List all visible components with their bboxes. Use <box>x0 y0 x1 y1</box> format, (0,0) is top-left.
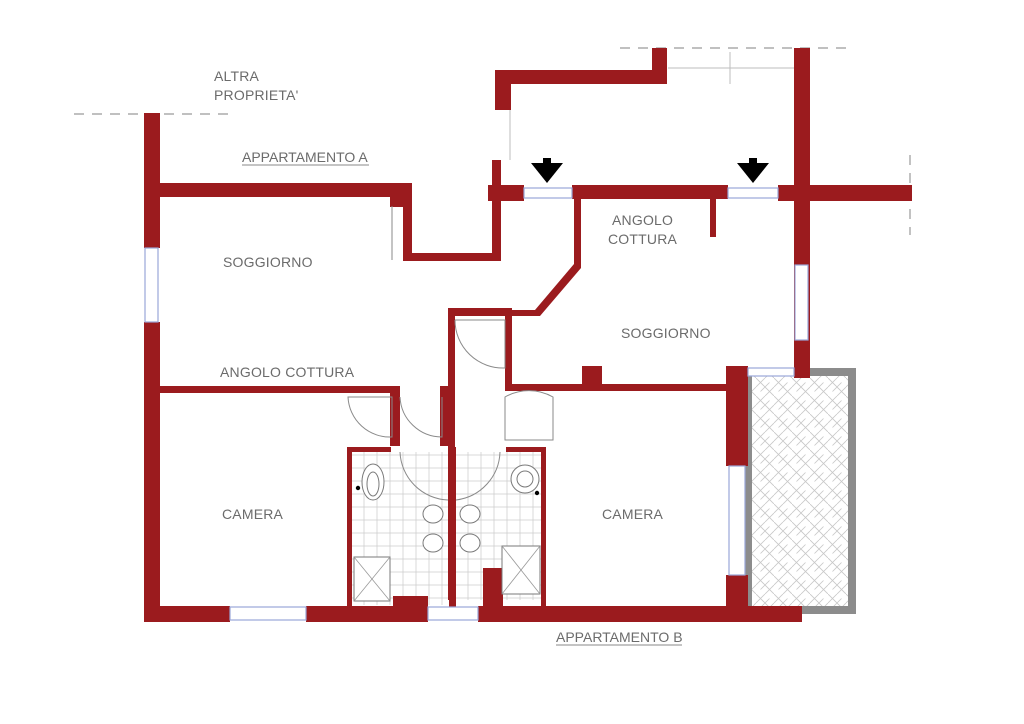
cottura-b-label-line2: COTTURA <box>608 231 678 247</box>
angolo-b-label-line1: ANGOLO <box>612 212 673 228</box>
camera-b-label: CAMERA <box>602 506 664 522</box>
windows <box>144 187 809 621</box>
altra-label-line2: PROPRIETA' <box>214 87 299 103</box>
altra-label-line1: ALTRA <box>214 68 260 84</box>
appartamento-b-label: APPARTAMENTO B <box>556 629 683 645</box>
entrance-arrows <box>531 158 769 183</box>
bathroom-fixtures <box>353 463 541 602</box>
arrow-down-icon <box>531 163 563 183</box>
soggiorno-b-label: SOGGIORNO <box>621 325 711 341</box>
arrow-down-icon <box>737 163 769 183</box>
appartamento-a-label: APPARTAMENTO A <box>242 149 368 165</box>
doors <box>347 206 554 501</box>
terrace <box>744 368 856 614</box>
angolo-cottura-a-label: ANGOLO COTTURA <box>220 364 355 380</box>
camera-a-label: CAMERA <box>222 506 284 522</box>
soggiorno-a-label: SOGGIORNO <box>223 254 313 270</box>
